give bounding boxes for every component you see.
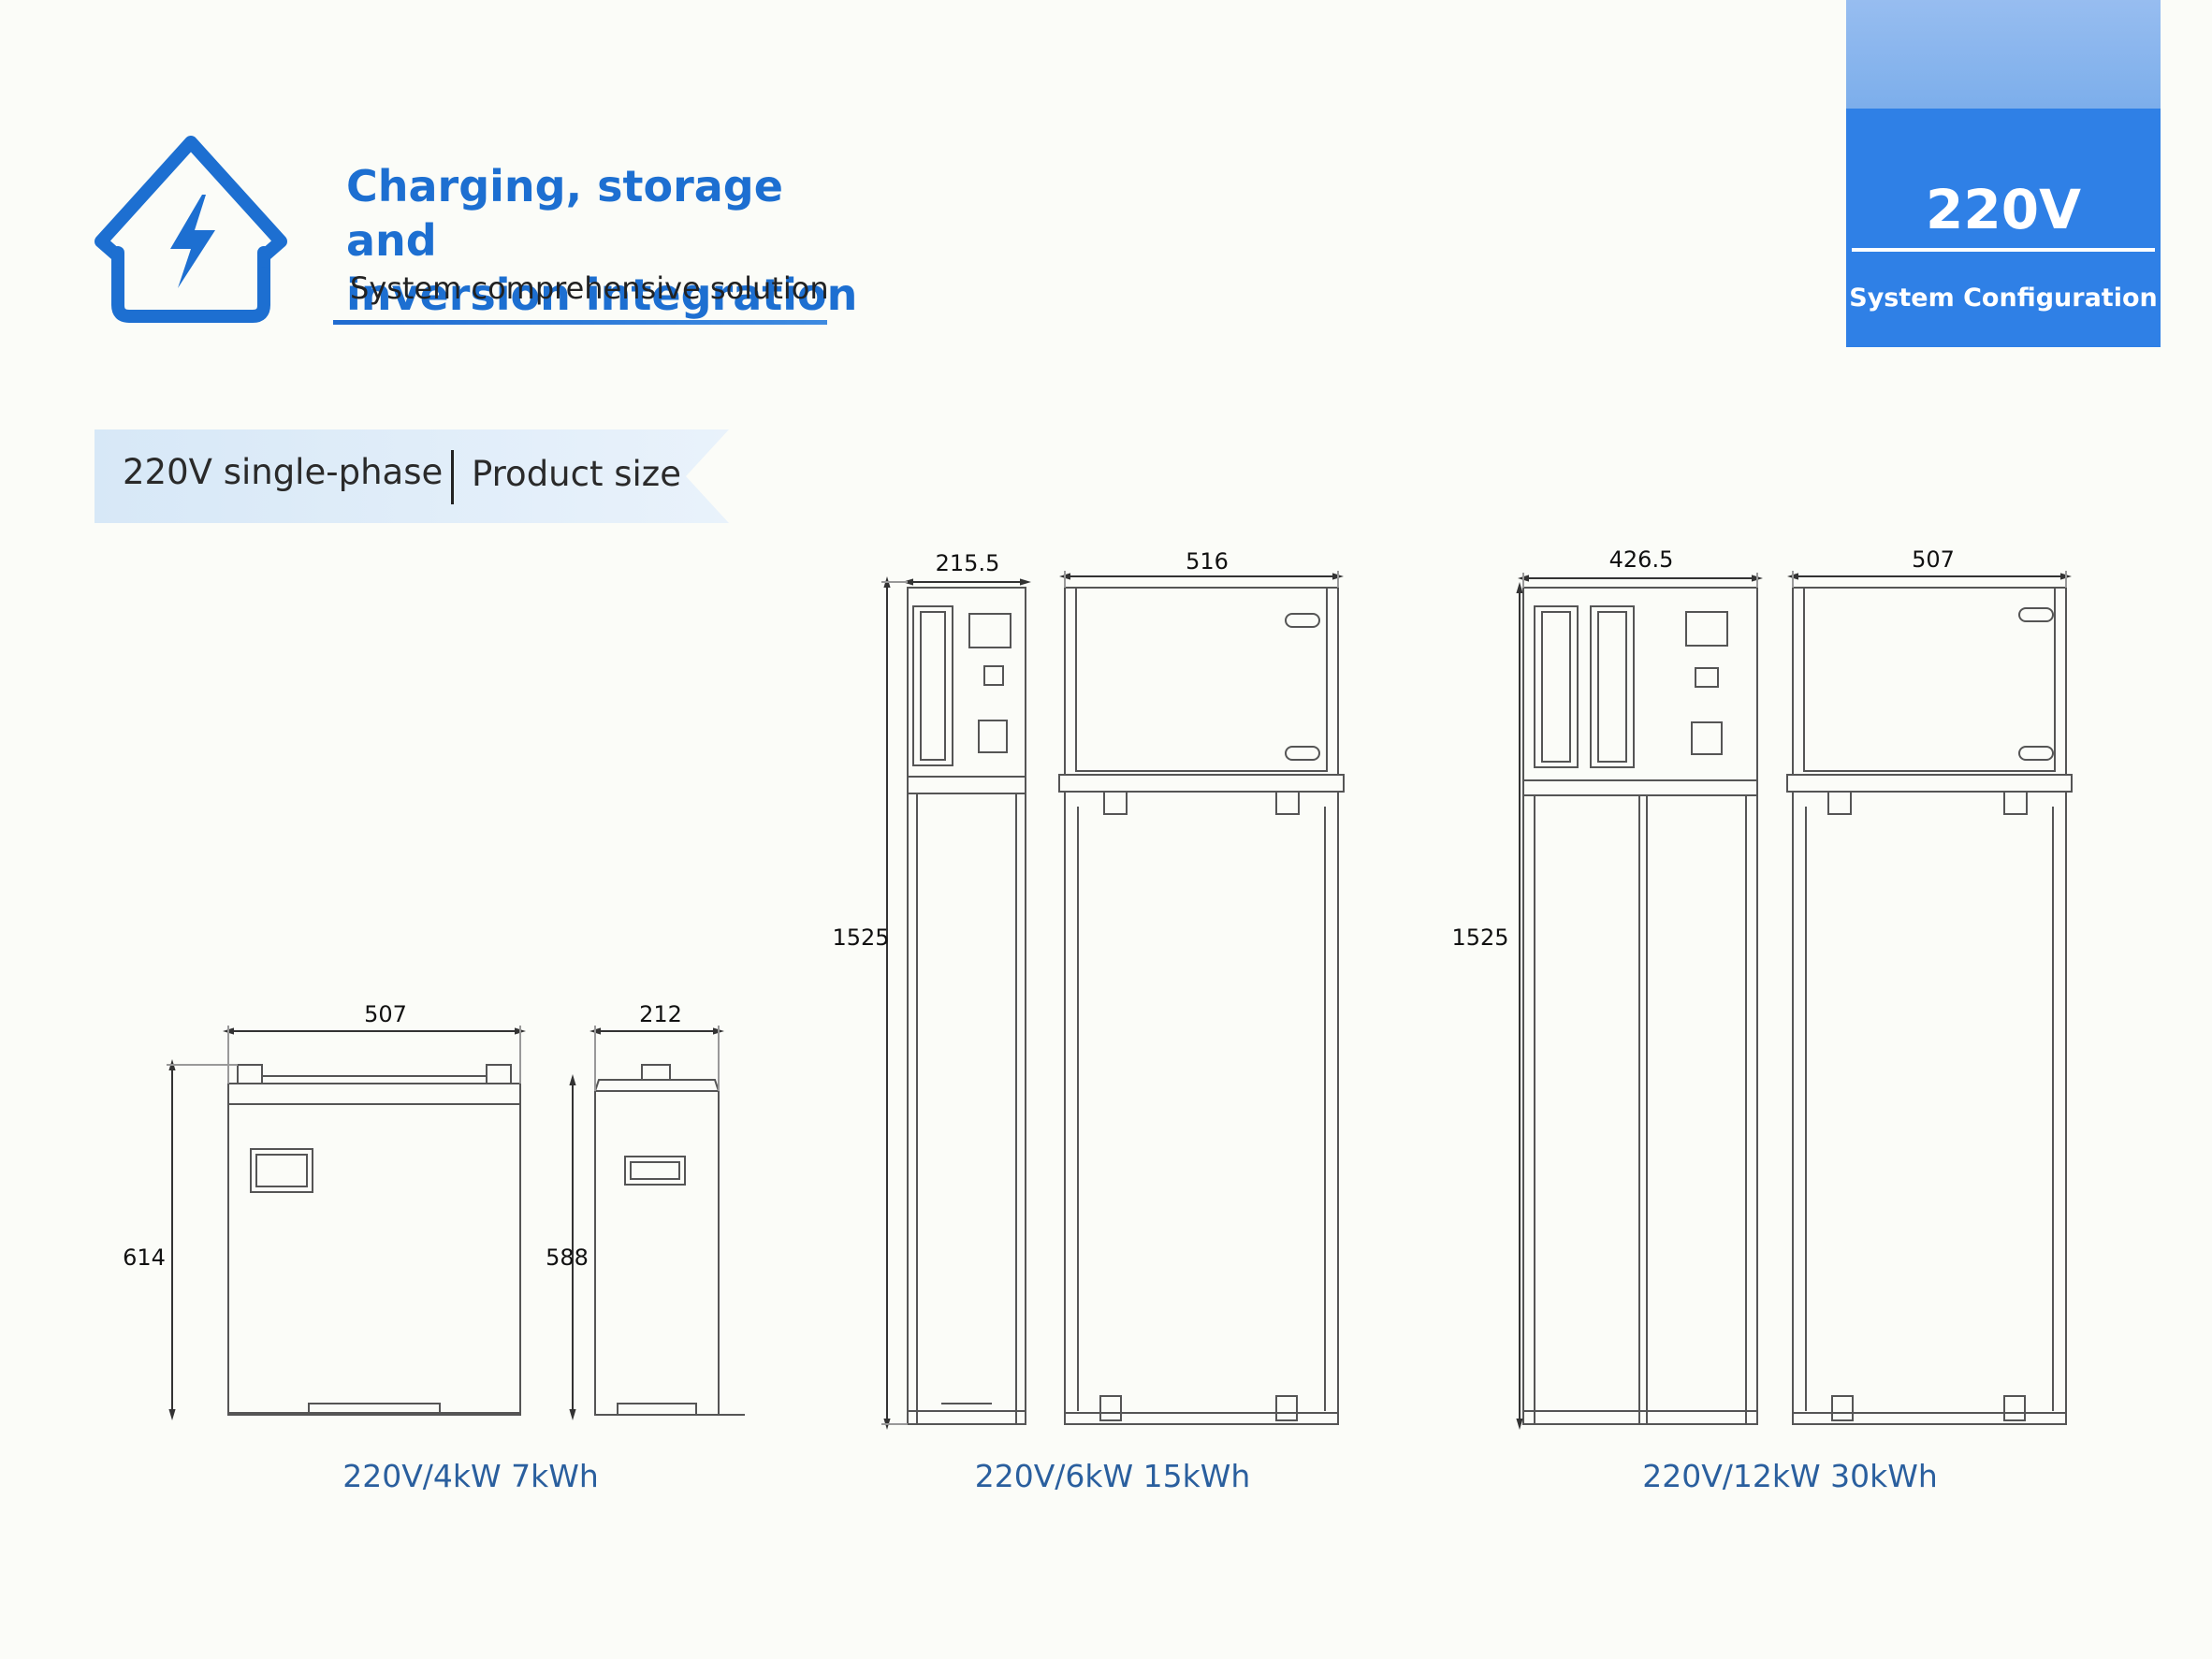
product2-caption: 220V/6kW 15kWh [974,1458,1251,1494]
dim-p1-front-width: 507 [364,1001,407,1027]
dim-p1-front-height: 614 [123,1244,166,1271]
product1-caption: 220V/4kW 7kWh [342,1458,599,1494]
header-underline [333,320,827,325]
house-lightning-icon [95,136,287,323]
product3-front-view [1522,587,1758,1425]
section-tag-right: Product size [472,454,681,494]
product1-side-view [594,1064,745,1416]
dim-p2-height: 1525 [832,924,889,951]
badge-main-panel [1846,109,2161,347]
product2-front-view [1058,587,1345,1425]
header-title-line1: Charging, storage and [346,161,783,266]
product3-caption: 220V/12kW 30kWh [1642,1458,1938,1494]
badge-top-band [1846,0,2161,109]
section-tag-background [95,429,729,523]
section-tag-separator [451,450,454,504]
dim-p1-side-height: 588 [546,1244,589,1271]
dim-p1-side-width: 212 [639,1001,682,1027]
header-title-line2: inversion integration [346,269,858,320]
dim-p3-front-width: 426.5 [1609,546,1674,573]
configuration-badge: 220V System Configuration [1846,0,2161,347]
section-tag-left: 220V single-phase [123,452,444,492]
header-subtitle: System comprehensive solution [350,270,829,306]
dim-p2-side-width: 215.5 [936,550,1000,576]
badge-title: 220V [1926,178,2081,241]
product1-front-view [227,1064,521,1416]
product3-side-view [1786,587,2073,1425]
header-title: Charging, storage and inversion integrat… [346,159,870,322]
dim-p2-front-width: 516 [1186,548,1229,575]
dim-p3-side-width: 507 [1912,546,1955,573]
dim-p3-height: 1525 [1451,924,1508,951]
badge-subtitle: System Configuration [1849,284,2158,313]
section-tag: 220V single-phase Product size [95,429,729,523]
badge-divider [1852,248,2155,252]
product2-side-view [907,587,1026,1425]
